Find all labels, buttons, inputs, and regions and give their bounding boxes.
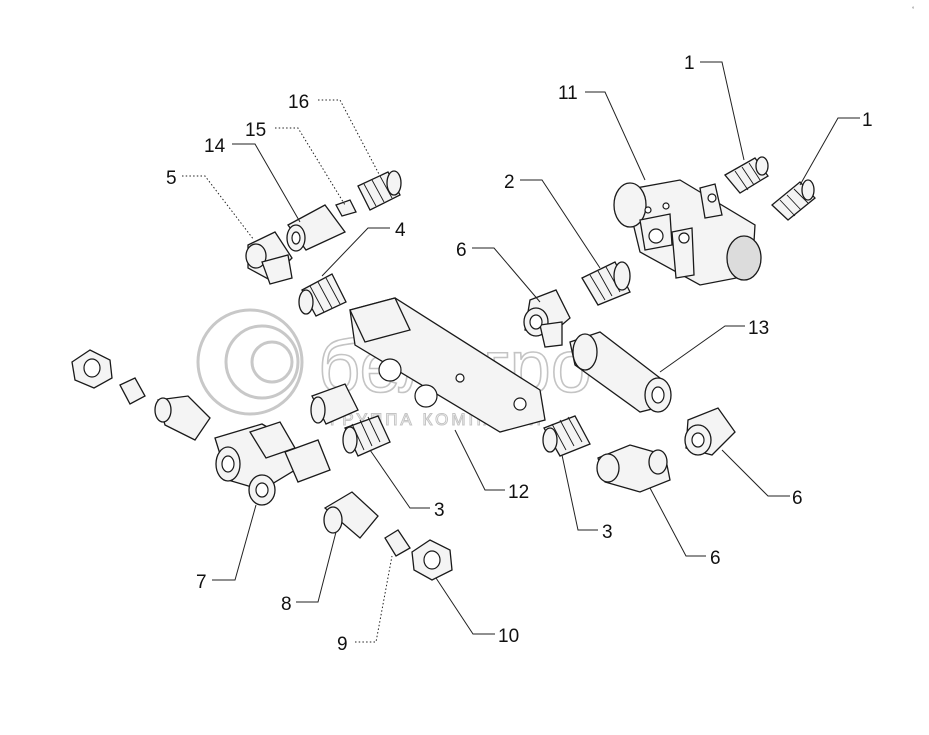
- part-10-nut: [411, 539, 453, 581]
- part-4-fitting: [298, 273, 347, 317]
- callout-7: 7: [196, 572, 207, 593]
- watermark-logo-icon: [196, 308, 304, 416]
- callout-4: 4: [395, 220, 406, 241]
- part-6-elbow-lower: [596, 444, 671, 493]
- callout-8: 8: [281, 594, 292, 615]
- callout-15: 15: [245, 120, 266, 141]
- leader-lines: [182, 61, 860, 643]
- part-union-left: [154, 395, 211, 441]
- part-14-union: [286, 204, 346, 252]
- callout-14: 14: [204, 136, 226, 157]
- part-6-elbow-upper: [523, 289, 571, 348]
- part-3-fitting-right: [542, 415, 591, 457]
- part-nut-left: [71, 349, 113, 389]
- callout-6-right: 6: [792, 488, 803, 509]
- callout-6-lower: 6: [710, 548, 721, 569]
- callout-13: 13: [748, 318, 769, 339]
- part-11-valve-body: [613, 179, 762, 286]
- part-ferrule-left: [119, 377, 146, 405]
- part-6-elbow-right: [684, 407, 736, 456]
- callout-11: 11: [558, 83, 578, 104]
- part-9-ferrule: [384, 529, 411, 557]
- callout-6-upper: 6: [456, 240, 467, 261]
- part-2-fitting: [581, 261, 631, 306]
- callout-labels: 1 1 11 16 15 14 5 2 4 6 13 12 3 3 6 6 7 …: [166, 53, 873, 655]
- part-8-union: [323, 491, 379, 539]
- part-7-tee: [214, 421, 331, 506]
- corner-mark: °: [912, 7, 915, 13]
- part-3-fitting-left: [310, 383, 391, 457]
- part-16-fitting: [357, 170, 402, 211]
- part-1-fitting-upper: [724, 156, 769, 194]
- callout-9: 9: [337, 634, 348, 655]
- part-13-pipe: [569, 331, 672, 413]
- callout-10: 10: [498, 626, 519, 647]
- part-5-elbow: [245, 231, 293, 285]
- callout-2: 2: [504, 172, 515, 193]
- part-1-fitting-lower: [771, 179, 816, 221]
- callout-12: 12: [508, 482, 529, 503]
- callout-1-upper: 1: [684, 53, 695, 74]
- part-12-manifold: [349, 297, 546, 433]
- callout-16: 16: [288, 92, 309, 113]
- callout-1-lower: 1: [862, 110, 873, 131]
- part-15-washer: [335, 199, 357, 217]
- callout-3-right: 3: [602, 522, 613, 543]
- callout-3-left: 3: [434, 500, 445, 521]
- callout-5: 5: [166, 168, 177, 189]
